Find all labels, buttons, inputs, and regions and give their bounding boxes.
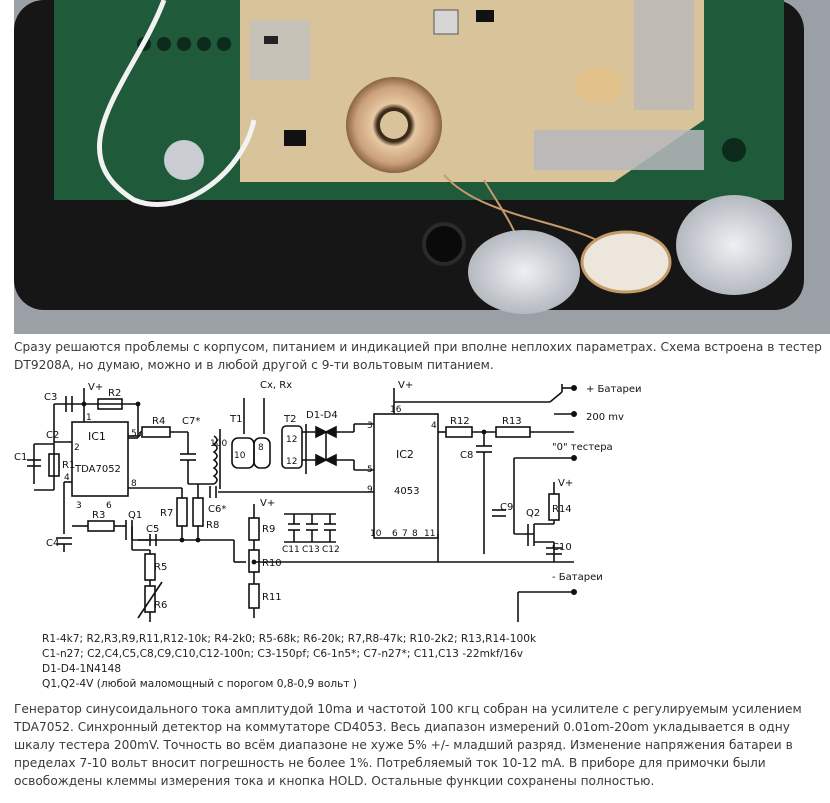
bom-line-4: Q1,Q2-4V (любой маломощный с порогом 0,8… <box>42 678 358 690</box>
device-photo-drawing <box>14 0 830 334</box>
r11-label: R11 <box>262 592 282 603</box>
t2-a: 12 <box>286 435 297 445</box>
ic2-pin-4: 4 <box>431 421 437 431</box>
r10-label: R10 <box>262 558 282 569</box>
c10-label: C10 <box>552 542 572 553</box>
ic2-pin-6: 6 <box>392 529 398 539</box>
c8-label: C8 <box>460 450 473 461</box>
c11-label: C11 <box>282 545 300 555</box>
ic2-pin-9: 9 <box>367 485 373 495</box>
t1-label: T1 <box>229 414 242 425</box>
bom-line-3: D1-D4-1N4148 <box>42 663 122 675</box>
description-paragraph: Генератор синусоидального тока амплитудо… <box>14 702 802 788</box>
r1-label: R1 <box>62 460 75 471</box>
ic2-pin-5: 5 <box>367 465 373 475</box>
r14-label: R14 <box>552 504 572 515</box>
ic2-pin-7: 7 <box>402 529 408 539</box>
intro-paragraph: Сразу решаются проблемы с корпусом, пита… <box>14 340 822 372</box>
c3-label: C3 <box>44 392 57 403</box>
ic1-pin-6: 6 <box>106 501 112 511</box>
ic2-pin-8: 8 <box>412 529 418 539</box>
t1-left: 10 <box>234 451 246 461</box>
r3-label: R3 <box>92 510 105 521</box>
cx-rx-label: Cx, Rx <box>260 380 292 391</box>
ic2-pin-16: 16 <box>390 405 402 415</box>
ic1-name: IC1 <box>88 430 106 443</box>
white-wire <box>97 0 257 207</box>
vplus-1: V+ <box>88 382 103 393</box>
t1-right: 8 <box>258 443 264 453</box>
r8-label: R8 <box>206 520 219 531</box>
battery-minus-label: - Батареи <box>552 572 603 583</box>
r6-label: R6 <box>154 600 167 611</box>
circuit-schematic: V+ V+ V+ V+ Cx, Rx IC1 TDA7052 1 2 4 5 8… <box>14 374 830 696</box>
c13-label: C13 <box>302 545 320 555</box>
r12-label: R12 <box>450 416 470 427</box>
zero-tester-label: "0" тестера <box>552 442 613 453</box>
c6-label: C6* <box>208 504 226 515</box>
r5-label: R5 <box>154 562 167 573</box>
t2-b: 12 <box>286 457 297 467</box>
foam-left <box>468 230 580 314</box>
vplus-3: V+ <box>260 498 275 509</box>
ic2-part: 4053 <box>394 486 419 497</box>
ic2-body <box>373 413 439 539</box>
r4-label: R4 <box>152 416 165 427</box>
c1-label: C1 <box>14 452 27 463</box>
vplus-4: V+ <box>558 478 573 489</box>
q1-label: Q1 <box>128 510 142 521</box>
r13-label: R13 <box>502 416 522 427</box>
ic2-pin-10: 10 <box>370 529 382 539</box>
r7-label: R7 <box>160 508 173 519</box>
r9-label: R9 <box>262 524 275 535</box>
ic1-pin-3: 3 <box>76 501 82 511</box>
foam-right <box>676 195 792 295</box>
ic1-pin-2: 2 <box>74 443 80 453</box>
c12-label: C12 <box>322 545 340 555</box>
bom-line-2: C1-n27; C2,C4,C5,C8,C9,C10,C12-100n; C3-… <box>42 648 524 660</box>
toroid-on-foam <box>580 230 672 294</box>
ic1-pin-1: 1 <box>86 413 92 423</box>
c7-label: C7* <box>182 416 200 427</box>
ic1-part: TDA7052 <box>74 464 121 475</box>
capacitor <box>575 67 623 103</box>
ic1-pin-8: 8 <box>131 479 137 489</box>
ic1-body <box>71 421 129 497</box>
range-label: 200 mv <box>586 412 624 423</box>
bom-line-1: R1-4k7; R2,R3,R9,R11,R12-10k; R4-2k0; R5… <box>42 633 537 645</box>
c9-label: C9 <box>500 502 513 513</box>
battery-plus-label: + Батареи <box>586 384 642 395</box>
c4-label: C4 <box>46 538 59 549</box>
ic1-pin-4: 4 <box>64 473 70 483</box>
ic2-pin-11: 11 <box>424 529 435 539</box>
t1-top: 100 <box>210 439 227 449</box>
circuit-schematic-drawing: V+ V+ V+ V+ Cx, Rx IC1 TDA7052 1 2 4 5 8… <box>14 380 642 622</box>
ic2-pin-3: 3 <box>367 421 373 431</box>
vplus-2: V+ <box>398 380 413 391</box>
t2-label: T2 <box>283 414 296 425</box>
q2-label: Q2 <box>526 508 540 519</box>
ic2-name: IC2 <box>396 448 414 461</box>
c5-label: C5 <box>146 524 159 535</box>
ic1-pin-5: 5 <box>131 429 137 439</box>
r2-label: R2 <box>108 388 121 399</box>
c2-label: C2 <box>46 430 59 441</box>
device-photo <box>14 0 830 334</box>
diodes-label: D1-D4 <box>306 410 338 421</box>
